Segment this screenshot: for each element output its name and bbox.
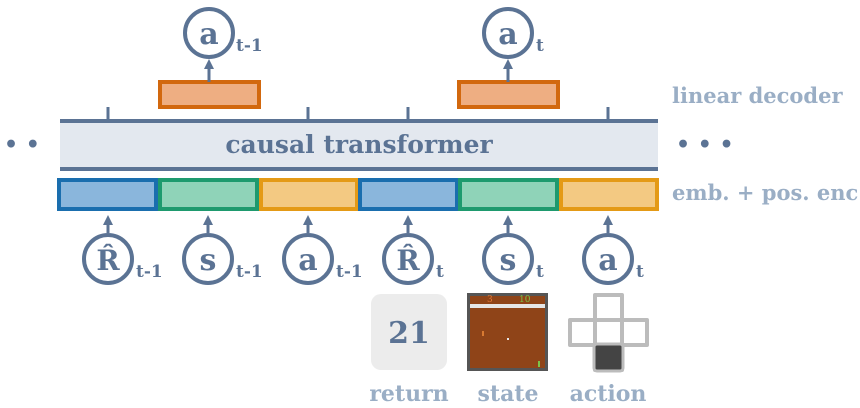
action-label: action bbox=[570, 381, 647, 407]
embedding-state-t-1 bbox=[158, 178, 259, 211]
output-symbol: a bbox=[199, 17, 218, 52]
game-paddle-right bbox=[538, 361, 540, 367]
input-subscript: t bbox=[436, 262, 444, 282]
dpad-down-pressed bbox=[592, 342, 625, 373]
return-tile bbox=[371, 294, 447, 370]
causal-transformer: causal transformer bbox=[60, 119, 658, 171]
embedding-return-t bbox=[358, 178, 459, 211]
linear-decoder-label: linear decoder bbox=[672, 83, 843, 108]
return-label: return bbox=[369, 381, 448, 407]
linear-decoder-t-1 bbox=[158, 59, 261, 109]
input-symbol: s bbox=[200, 243, 217, 278]
input-action-t: a t bbox=[582, 233, 644, 285]
left-ellipsis: • • bbox=[4, 132, 40, 158]
state-label: state bbox=[478, 381, 539, 407]
input-state-t: s t bbox=[482, 233, 544, 285]
linear-decoder-t bbox=[457, 59, 560, 109]
input-subscript: t-1 bbox=[336, 262, 363, 282]
embedding-row bbox=[57, 178, 659, 211]
input-return-t: R̂ t bbox=[382, 233, 444, 285]
embedding-label: emb. + pos. enc. bbox=[672, 180, 860, 205]
embedding-action-t bbox=[559, 178, 659, 211]
right-ellipsis: • • • bbox=[676, 132, 734, 158]
legend-return: 21 return bbox=[369, 294, 449, 407]
input-symbol: s bbox=[500, 243, 517, 278]
embedding-state-t bbox=[458, 178, 559, 211]
game-paddle-left bbox=[482, 331, 484, 336]
output-subscript: t bbox=[536, 36, 544, 56]
input-return-t-1: R̂ t-1 bbox=[82, 233, 163, 285]
output-subscript: t-1 bbox=[236, 36, 263, 56]
output-symbol: a bbox=[498, 17, 517, 52]
transformer-label: causal transformer bbox=[225, 130, 493, 159]
input-subscript: t bbox=[636, 262, 644, 282]
legend-action: action bbox=[568, 293, 649, 407]
game-top-wall bbox=[470, 304, 545, 308]
embedding-return-t-1 bbox=[57, 178, 158, 211]
embedding-action-t-1 bbox=[259, 178, 359, 211]
output-action-t: a t bbox=[482, 7, 544, 59]
input-subscript: t bbox=[536, 262, 544, 282]
legend-state: 3 10 state bbox=[467, 293, 548, 407]
input-arrows bbox=[103, 215, 613, 233]
game-ball bbox=[507, 338, 509, 340]
input-symbol: a bbox=[598, 243, 617, 278]
game-score-left: 3 bbox=[487, 295, 493, 305]
transformer-top-ticks bbox=[106, 107, 610, 121]
return-value: 21 bbox=[388, 316, 430, 351]
input-subscript: t-1 bbox=[136, 262, 163, 282]
input-symbol: R̂ bbox=[96, 244, 120, 277]
input-symbol: R̂ bbox=[396, 244, 420, 277]
input-symbol: a bbox=[298, 243, 317, 278]
output-action-t-1: a t-1 bbox=[183, 7, 263, 59]
input-subscript: t-1 bbox=[236, 262, 263, 282]
input-action-t-1: a t-1 bbox=[282, 233, 363, 285]
game-score-right: 10 bbox=[519, 295, 531, 305]
input-state-t-1: s t-1 bbox=[182, 233, 263, 285]
